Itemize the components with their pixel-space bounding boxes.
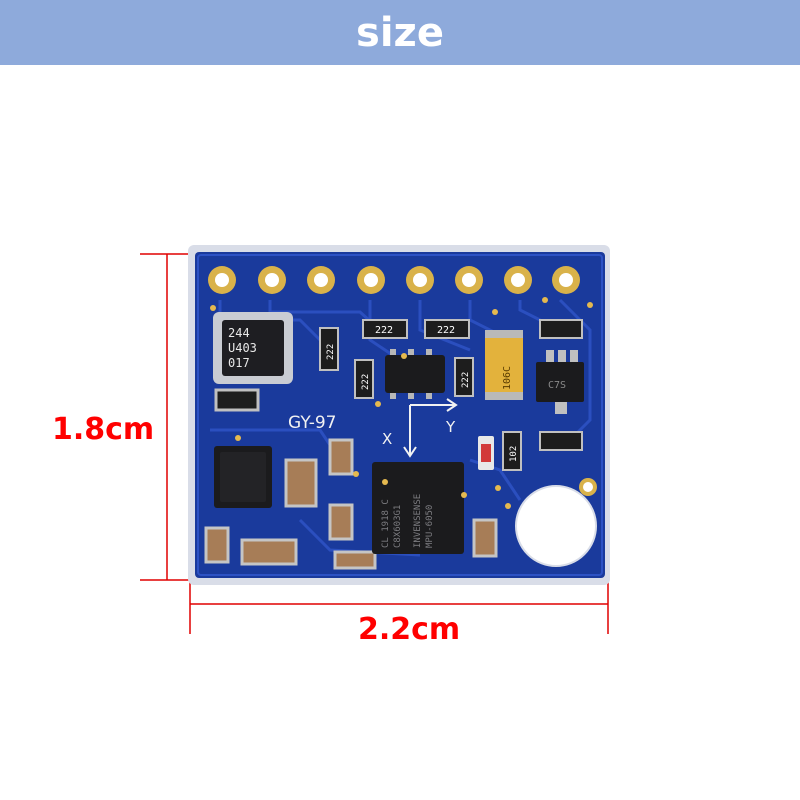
mounting-hole xyxy=(515,485,597,567)
pcb-board: 244 U403 017 222 222 222 222 222 xyxy=(188,245,610,585)
resistor-r1: 222 xyxy=(362,319,408,339)
svg-text:222: 222 xyxy=(375,325,393,336)
width-label: 2.2cm xyxy=(358,612,461,647)
resistor-r4: 222 xyxy=(354,359,374,399)
svg-text:222: 222 xyxy=(361,374,371,390)
svg-text:106C: 106C xyxy=(502,366,513,390)
svg-text:MPU-6050: MPU-6050 xyxy=(425,505,435,548)
svg-text:CL 1918 C: CL 1918 C xyxy=(381,499,391,548)
pressure-sensor: 244 U403 017 xyxy=(213,312,293,384)
svg-text:244: 244 xyxy=(228,326,250,340)
main-chip: INVENSENSE MPU-6050 C8X603G1 CL 1918 C xyxy=(372,462,464,554)
axis-indicator xyxy=(403,398,458,458)
svg-text:C8X603G1: C8X603G1 xyxy=(393,505,403,548)
svg-text:222: 222 xyxy=(326,344,336,360)
resistor-r5: 222 xyxy=(454,357,474,397)
axis-y-label: Y xyxy=(445,418,456,436)
width-dimension-line xyxy=(189,580,609,634)
voltage-regulator: C7S xyxy=(536,350,584,414)
resistor-r6: 102 xyxy=(502,431,522,471)
height-label: 1.8cm xyxy=(52,412,155,447)
height-dimension-line xyxy=(140,253,193,581)
svg-text:INVENSENSE: INVENSENSE xyxy=(413,494,423,548)
svg-text:222: 222 xyxy=(461,372,471,388)
svg-text:U403: U403 xyxy=(228,341,257,355)
svg-text:017: 017 xyxy=(228,356,250,370)
title-banner: size xyxy=(0,0,800,65)
resistor-r3: 222 xyxy=(319,327,339,371)
svg-text:222: 222 xyxy=(437,325,455,336)
small-ic xyxy=(385,355,445,393)
header-pins xyxy=(208,266,580,294)
tantalum-capacitor: 106C xyxy=(485,330,523,400)
banner-title: size xyxy=(356,9,444,56)
resistor-r2: 222 xyxy=(424,319,470,339)
svg-text:102: 102 xyxy=(509,446,519,462)
board-name: GY-97 xyxy=(288,413,336,433)
axis-x-label: X xyxy=(382,430,392,448)
svg-text:C7S: C7S xyxy=(548,380,566,391)
